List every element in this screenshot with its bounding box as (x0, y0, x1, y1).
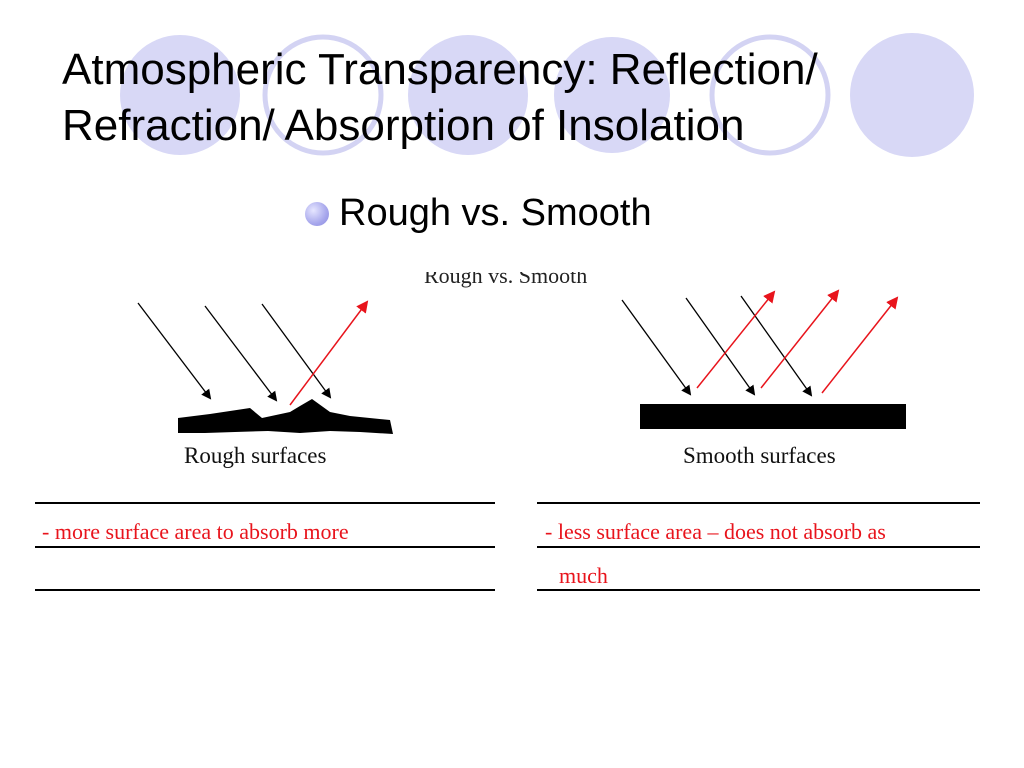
rough-surface (178, 399, 393, 434)
smooth-reflected-ray-2 (760, 289, 840, 389)
bullet-text: Rough vs. Smooth (339, 192, 652, 234)
smooth-surface (640, 404, 906, 429)
deco-circle-2 (262, 34, 384, 156)
deco-circle-4 (554, 37, 670, 153)
slide-title: Atmospheric Transparency: Reflection/ Re… (62, 42, 818, 154)
rough-note: - more surface area to absorb more (42, 519, 349, 544)
smooth-incoming-ray-1 (621, 299, 692, 396)
smooth-reflected-ray-1 (696, 290, 776, 389)
figure-heading-cut: Rough vs. Smooth (422, 272, 622, 298)
smooth-note-line-2: much (559, 563, 608, 588)
deco-circle-5 (709, 34, 831, 156)
title-line-1: Atmospheric Transparency: Reflection/ (62, 45, 818, 94)
rough-caption: Rough surfaces (184, 443, 327, 468)
rough-incoming-ray-1 (137, 302, 212, 400)
bullet-item: Rough vs. Smooth (305, 188, 652, 238)
deco-circle-3 (408, 35, 528, 155)
smooth-caption: Smooth surfaces (683, 443, 836, 468)
deco-circle-1 (120, 35, 240, 155)
smooth-note-line-1: - less surface area – does not absorb as (545, 519, 886, 544)
title-line-2: Refraction/ Absorption of Insolation (62, 101, 745, 150)
smooth-reflected-ray-3 (821, 296, 899, 394)
bullet-dot-icon (305, 202, 329, 226)
smooth-incoming-ray-2 (685, 297, 756, 396)
rough-reflected-ray (289, 300, 369, 406)
deco-circle-6 (850, 33, 974, 157)
smooth-incoming-ray-3 (740, 295, 813, 397)
rough-incoming-ray-2 (204, 305, 278, 402)
rough-incoming-ray-3 (261, 303, 332, 399)
figure-heading: Rough vs. Smooth (424, 272, 588, 288)
